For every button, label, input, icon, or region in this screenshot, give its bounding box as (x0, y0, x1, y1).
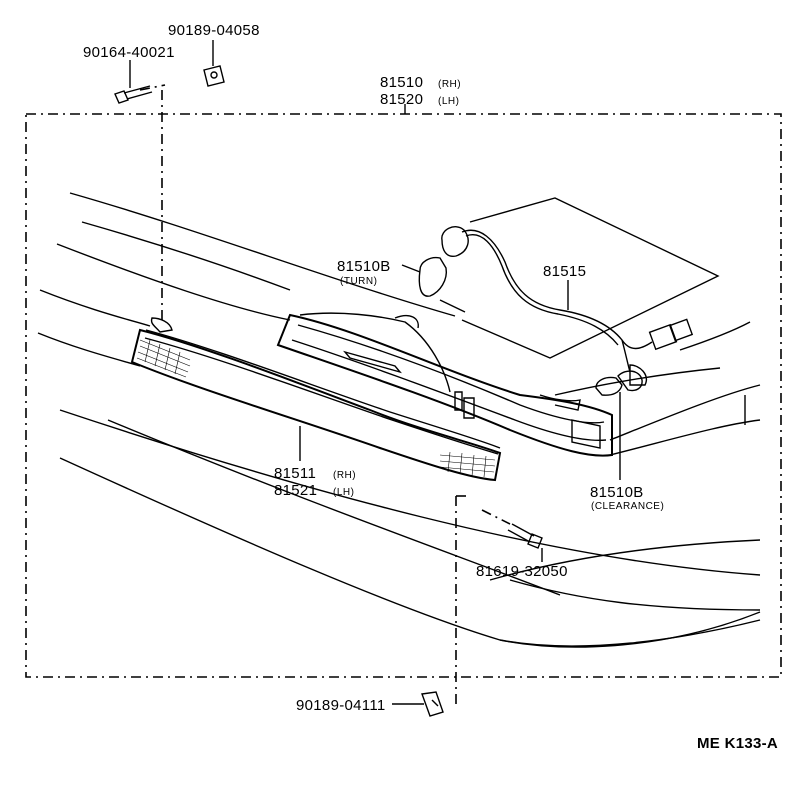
clip-top-icon (203, 65, 225, 87)
lens-reflector-hatch-left (136, 339, 191, 378)
label-clip-bottom: 90189-04111 (296, 697, 386, 714)
lens-part (130, 317, 502, 482)
label-bolt-top: 90164-40021 (83, 44, 175, 61)
screw-icon (507, 523, 543, 549)
lamp-housing (276, 312, 613, 457)
label-socket-wire: 81515 (543, 263, 586, 280)
label-bulb-clear-no: 81510B (590, 484, 644, 501)
label-assembly-lh-no: 81520 (380, 91, 423, 108)
label-screw: 81619-32050 (476, 563, 568, 580)
label-assembly-rh-side: (RH) (438, 79, 461, 90)
turn-bulb (418, 226, 469, 297)
label-bulb-turn-desc: (TURN) (340, 276, 377, 287)
label-assembly-rh-no: 81510 (380, 74, 423, 91)
lens-reflector-hatch-right (439, 451, 496, 478)
socket-wire-harness (461, 229, 694, 386)
label-bulb-clear-desc: (CLEARANCE) (591, 501, 664, 512)
car-body-outline (37, 192, 761, 648)
label-lens-rh-side: (RH) (333, 470, 356, 481)
bolt-top-icon (114, 85, 153, 104)
hood-panel (439, 197, 720, 359)
clearance-bulb (595, 370, 643, 396)
label-assembly-lh-side: (LH) (438, 96, 459, 107)
assembly-boundary-box (25, 104, 782, 678)
leader-lines (129, 40, 621, 705)
label-bulb-turn-no: 81510B (337, 258, 391, 275)
label-lens-lh-side: (LH) (333, 487, 354, 498)
label-lens-lh-no: 81521 (274, 482, 317, 499)
catalog-code: ME K133-A (697, 735, 778, 752)
label-clip-top: 90189-04058 (168, 22, 260, 39)
clip-bottom-icon (421, 691, 444, 717)
label-lens-rh-no: 81511 (274, 465, 316, 482)
part-labels: 90164-40021 90189-04058 81510 (RH) 81520… (83, 22, 778, 752)
